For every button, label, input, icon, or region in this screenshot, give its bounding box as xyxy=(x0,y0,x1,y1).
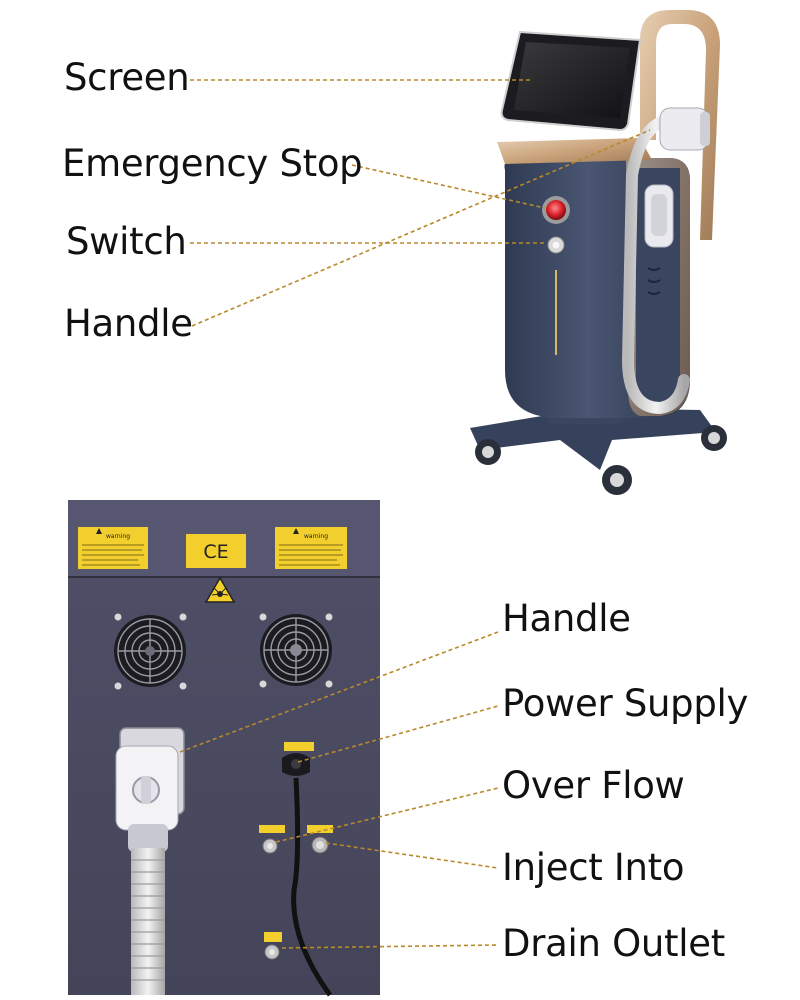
warning-sticker-left: warning xyxy=(78,527,148,569)
label-screen: Screen xyxy=(64,56,190,99)
ce-mark-sticker: CE xyxy=(186,534,246,568)
handle-leader xyxy=(191,129,651,327)
warning-right-text: warning xyxy=(304,533,328,540)
label-power-supply: Power Supply xyxy=(502,682,749,725)
label-emergency-stop: Emergency Stop xyxy=(62,142,363,185)
laser-warning-icon xyxy=(204,576,236,603)
power-cable xyxy=(291,777,333,997)
cooling-fan-right xyxy=(259,613,333,688)
machine-illustration xyxy=(470,10,727,495)
over-flow-tag xyxy=(259,825,285,833)
inject-into-tag xyxy=(307,825,333,833)
drain-outlet-leader xyxy=(281,944,499,949)
handle-connector xyxy=(115,727,185,852)
emergency-stop-button xyxy=(542,196,570,224)
warning-left-text: warning xyxy=(106,533,130,540)
power-supply-socket xyxy=(282,742,333,997)
label-handle-rear: Handle xyxy=(502,597,631,640)
label-inject-into: Inject Into xyxy=(502,846,685,889)
bottom-leader-lines xyxy=(179,631,499,949)
power-switch xyxy=(547,236,565,254)
ce-mark: CE xyxy=(203,541,228,563)
screen xyxy=(500,30,642,132)
handpiece xyxy=(659,107,710,151)
inject-into-port xyxy=(311,836,329,854)
handle-hose xyxy=(621,116,690,415)
warning-sticker-right: warning xyxy=(275,527,347,569)
rear-panel-photo: warning warning CE xyxy=(66,500,382,997)
rear-handle-leader xyxy=(179,631,499,753)
drain-tag xyxy=(264,932,282,942)
label-handle-top: Handle xyxy=(64,302,193,345)
side-vents xyxy=(647,267,661,295)
handle-hose-rear xyxy=(131,848,165,995)
over-flow-port xyxy=(262,838,278,854)
over-flow-leader xyxy=(275,787,499,843)
drain-outlet-port xyxy=(264,944,280,960)
label-drain-outlet: Drain Outlet xyxy=(502,922,725,965)
cooling-fan-left xyxy=(114,613,187,690)
emergency-stop-leader xyxy=(351,164,546,209)
label-over-flow: Over Flow xyxy=(502,764,685,807)
inject-into-leader xyxy=(325,842,499,869)
top-tray xyxy=(497,138,652,164)
label-switch: Switch xyxy=(66,220,187,263)
top-leader-lines xyxy=(190,79,651,327)
